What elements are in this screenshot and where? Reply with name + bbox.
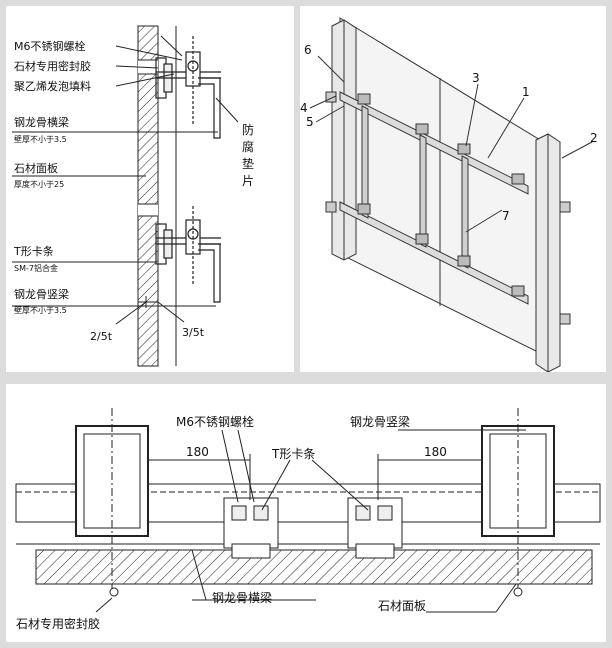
label-panel: 石材面板 <box>14 161 58 175</box>
vertical-bar-3 <box>461 155 469 269</box>
callout-7: 7 <box>502 209 510 223</box>
plan-view-panel: M6不锈钢螺栓 钢龙骨竖梁 T形卡条 180 180 石材专用密封胶 钢龙骨横梁… <box>6 384 606 642</box>
leader-7 <box>465 209 503 233</box>
clip-lower-3 <box>457 255 471 267</box>
leader-4 <box>309 95 337 109</box>
plan-dim-left: 180 <box>186 445 209 459</box>
label-anticorrosion-1: 防 <box>242 122 254 137</box>
clip-lower-4 <box>511 285 525 297</box>
label-v-beam: 钢龙骨竖梁 <box>14 287 69 301</box>
bracket-left-upper <box>325 91 337 103</box>
leader-lines <box>12 35 239 307</box>
label-foam: 聚乙烯发泡填料 <box>14 79 91 93</box>
stone-panel-section <box>137 25 159 367</box>
callout-5: 5 <box>306 115 314 129</box>
label-bolt: M6不锈钢螺栓 <box>14 39 86 53</box>
plan-label-v-beam: 钢龙骨竖梁 <box>350 414 410 429</box>
plan-label-h-beam: 钢龙骨横梁 <box>212 590 272 605</box>
lower-clip-assembly <box>155 206 221 303</box>
section-detail-panel: M6不锈钢螺栓 石材专用密封胶 聚乙烯发泡填料 钢龙骨横梁 壁厚不小于3.5 石… <box>6 6 294 372</box>
clip-upper-2 <box>415 123 429 135</box>
sealant-joint-right <box>513 587 523 597</box>
clip-lower-2 <box>415 233 429 245</box>
callout-3: 3 <box>472 71 480 85</box>
label-ratio-left: 2/5t <box>90 330 113 343</box>
plan-label-clip: T形卡条 <box>271 447 315 461</box>
plan-stone-panel <box>35 549 593 585</box>
plan-view-drawing: M6不锈钢螺栓 钢龙骨竖梁 T形卡条 180 180 石材专用密封胶 钢龙骨横梁… <box>15 408 601 631</box>
label-v-beam-note: 壁厚不小于3.5 <box>14 305 67 315</box>
upper-horizontal-beam <box>339 91 529 195</box>
isometric-drawing: 3 1 2 6 4 5 7 <box>300 17 598 373</box>
sealant-joint-left <box>109 587 119 597</box>
plan-label-panel: 石材面板 <box>378 599 426 613</box>
callout-2: 2 <box>590 131 598 145</box>
leader-3 <box>465 83 479 147</box>
isometric-panel: 3 1 2 6 4 5 7 <box>300 6 606 373</box>
bracket-left-lower <box>325 201 337 213</box>
vertical-bar-2 <box>419 134 427 248</box>
clip-upper-4 <box>511 173 525 185</box>
label-ratio-right: 3/5t <box>182 326 205 339</box>
label-h-beam: 钢龙骨横梁 <box>14 115 69 129</box>
plan-label-sealant: 石材专用密封胶 <box>16 616 100 631</box>
plan-horizontal-beam <box>15 483 601 523</box>
label-panel-note: 厚度不小于25 <box>14 179 64 189</box>
clip-lower-1 <box>357 203 371 215</box>
leader-6 <box>317 55 345 83</box>
callout-6: 6 <box>304 43 312 57</box>
label-anticorrosion-3: 垫 <box>242 156 254 171</box>
leader-2 <box>561 141 593 159</box>
section-detail-drawing: M6不锈钢螺栓 石材专用密封胶 聚乙烯发泡填料 钢龙骨横梁 壁厚不小于3.5 石… <box>12 25 254 367</box>
label-anticorrosion-2: 腐 <box>242 139 254 154</box>
callout-1: 1 <box>522 85 530 99</box>
label-anticorrosion-4: 片 <box>242 174 254 188</box>
vertical-bar-1 <box>361 105 369 219</box>
plan-dim-right: 180 <box>424 445 447 459</box>
bracket-right-lower <box>559 313 571 325</box>
leader-1 <box>487 97 525 159</box>
clip-upper-1 <box>357 93 371 105</box>
upper-clip-assembly <box>155 36 221 139</box>
label-clip: T形卡条 <box>13 244 54 258</box>
bracket-right-upper <box>559 201 571 213</box>
label-sealant: 石材专用密封胶 <box>14 59 91 73</box>
clip-upper-3 <box>457 143 471 155</box>
leader-5 <box>315 105 345 123</box>
plan-label-bolt: M6不锈钢螺栓 <box>176 414 254 429</box>
callout-4: 4 <box>300 101 308 115</box>
label-h-beam-note: 壁厚不小于3.5 <box>14 134 67 144</box>
label-clip-note: SM-7铝合金 <box>14 263 58 273</box>
